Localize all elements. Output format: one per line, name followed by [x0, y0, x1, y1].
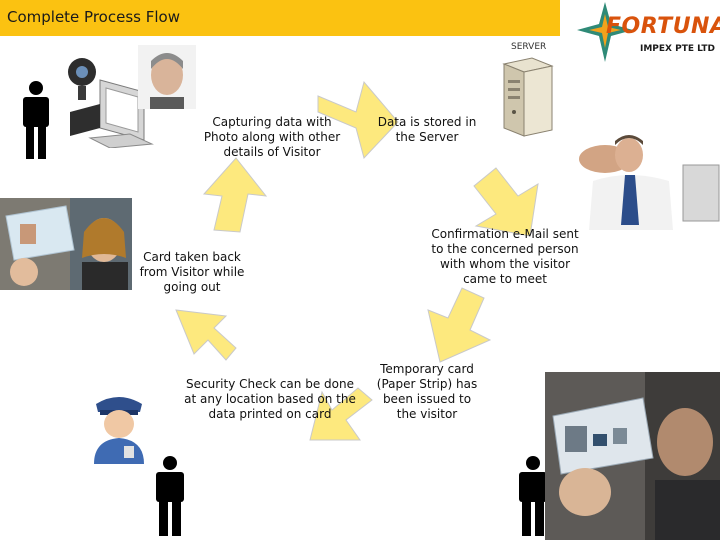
server-icon [502, 57, 554, 137]
arrow-email-to-card [427, 287, 492, 363]
logo-name: FORTUNA [606, 14, 720, 39]
arrow-card-to-security [309, 387, 373, 441]
webcam-computer-icon [68, 58, 154, 148]
person-icon-bottom-center [156, 456, 184, 536]
visitor-photo [138, 45, 196, 109]
arrow-security-to-return [175, 309, 237, 361]
server-label: SERVER [511, 42, 547, 52]
arrow-return-to-capture [202, 157, 268, 233]
woman-with-card-photo [0, 198, 132, 290]
header-bar [0, 0, 560, 36]
logo-subtitle: IMPEX PTE LTD [640, 44, 715, 54]
arrow-server-to-email [473, 167, 539, 237]
step-server-text: Data is stored in the Server [377, 115, 477, 144]
step-card-return-text: Card taken back from Visitor while going… [139, 250, 245, 294]
fortuna-logo-mark [577, 2, 633, 62]
page-title: Complete Process Flow [7, 8, 180, 26]
person-icon-top-left [23, 81, 49, 159]
step-email-text: Confirmation e-Mail sent to the concerne… [431, 227, 579, 286]
person-icon-bottom-right [519, 456, 547, 536]
arrow-capture-to-server [317, 80, 399, 159]
businessman-photo [565, 125, 720, 230]
step-card-issued-text: Temporary card (Paper Strip) has been is… [376, 362, 478, 421]
step-capture-text: Capturing data with Photo along with oth… [203, 115, 341, 159]
step-security-check-text: Security Check can be done at any locati… [184, 377, 356, 421]
hand-holding-card-photo [545, 372, 720, 540]
security-guard-icon [94, 397, 144, 464]
